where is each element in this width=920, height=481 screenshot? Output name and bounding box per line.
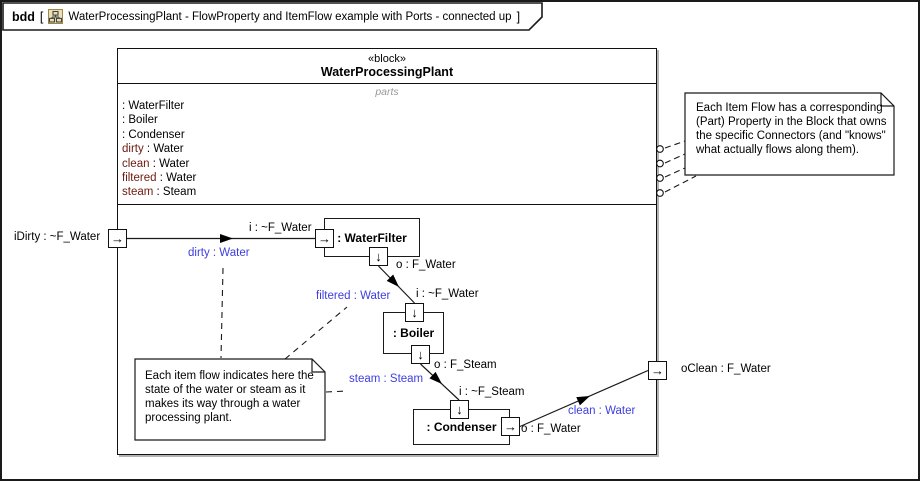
part-item[interactable]: filtered : Water — [122, 172, 197, 185]
part-block-water-filter-label: : WaterFilter — [337, 230, 407, 245]
part-item[interactable]: dirty : Water — [122, 143, 184, 156]
port-boiler-out[interactable]: ↓ — [411, 345, 430, 364]
itemflow-label-filtered: filtered : Water — [316, 290, 391, 302]
port-condenser-in[interactable]: ↓ — [450, 400, 469, 419]
parts-compartment-caption: parts — [375, 86, 399, 98]
part-block-boiler-label: : Boiler — [392, 326, 435, 340]
note-flow-property[interactable]: Each Item Flow has a corresponding (Part… — [696, 102, 887, 156]
port-condenser-out[interactable]: → — [501, 417, 520, 436]
tab-close-bracket: ] — [516, 9, 521, 24]
port-idirty[interactable]: → — [108, 229, 127, 248]
property-anchor-circle — [656, 189, 664, 197]
part-item[interactable]: steam : Steam — [122, 186, 197, 199]
parts-list: : WaterFilter : Boiler : Condenser dirty… — [118, 98, 656, 200]
block-name: WaterProcessingPlant — [320, 65, 454, 79]
port-waterfilter-out[interactable]: ↓ — [369, 247, 388, 266]
property-anchor-circle — [656, 159, 664, 168]
arrow-down-icon: ↓ — [456, 402, 463, 417]
label-condenser-in: i : ~F_Steam — [459, 386, 525, 398]
arrow-right-icon: → — [651, 363, 664, 378]
part-block-condenser-label: : Condenser — [426, 420, 497, 434]
arrow-right-icon: → — [504, 419, 517, 434]
label-boiler-in: i : ~F_Water — [416, 288, 479, 300]
arrow-down-icon: ↓ — [417, 347, 424, 362]
frame-tab: bdd [ WaterProcessingPlant - FlowPropert… — [3, 3, 520, 30]
part-item[interactable]: : Boiler — [122, 114, 158, 127]
itemflow-label-steam: steam : Steam — [349, 373, 424, 385]
note-anchor-prop-4 — [664, 175, 697, 193]
itemflow-label-dirty: dirty : Water — [188, 247, 250, 259]
note-anchor-prop-2 — [664, 153, 686, 164]
port-oclean[interactable]: → — [648, 361, 667, 380]
block-header: «block» WaterProcessingPlant — [118, 49, 656, 84]
property-anchor-circle — [656, 145, 664, 153]
part-item[interactable]: : WaterFilter — [122, 100, 185, 112]
port-waterfilter-in[interactable]: → — [315, 229, 334, 248]
itemflow-label-clean: clean : Water — [568, 405, 636, 417]
port-boiler-in[interactable]: ↓ — [405, 303, 424, 322]
note-item-flow[interactable]: Each item flow indicates here the state … — [145, 370, 314, 424]
diagram-title: WaterProcessingPlant - FlowProperty and … — [68, 10, 512, 23]
block-stereotype: «block» — [368, 53, 406, 65]
label-oclean: oClean : F_Water — [681, 363, 771, 375]
arrow-down-icon: ↓ — [375, 249, 382, 264]
note-anchor-prop-3 — [664, 167, 686, 178]
label-wf-in: i : ~F_Water — [249, 222, 312, 234]
arrow-right-icon: → — [111, 231, 124, 246]
part-item[interactable]: clean : Water — [122, 157, 190, 170]
tab-open-bracket: [ — [39, 9, 44, 24]
label-idirty: iDirty : ~F_Water — [14, 231, 101, 243]
structure-compartment-separator — [118, 204, 656, 205]
label-condenser-out: o : F_Water — [521, 423, 581, 435]
note-anchor-prop-1 — [664, 140, 686, 149]
property-anchor-circle — [656, 174, 664, 182]
part-item[interactable]: : Condenser — [122, 128, 185, 141]
arrow-right-icon: → — [318, 231, 331, 246]
arrow-down-icon: ↓ — [411, 305, 418, 320]
label-boiler-out: o : F_Steam — [434, 359, 497, 371]
bdd-diagram-icon — [48, 9, 64, 24]
diagram-kind-label: bdd — [12, 9, 35, 24]
label-wf-out: o : F_Water — [396, 259, 456, 271]
